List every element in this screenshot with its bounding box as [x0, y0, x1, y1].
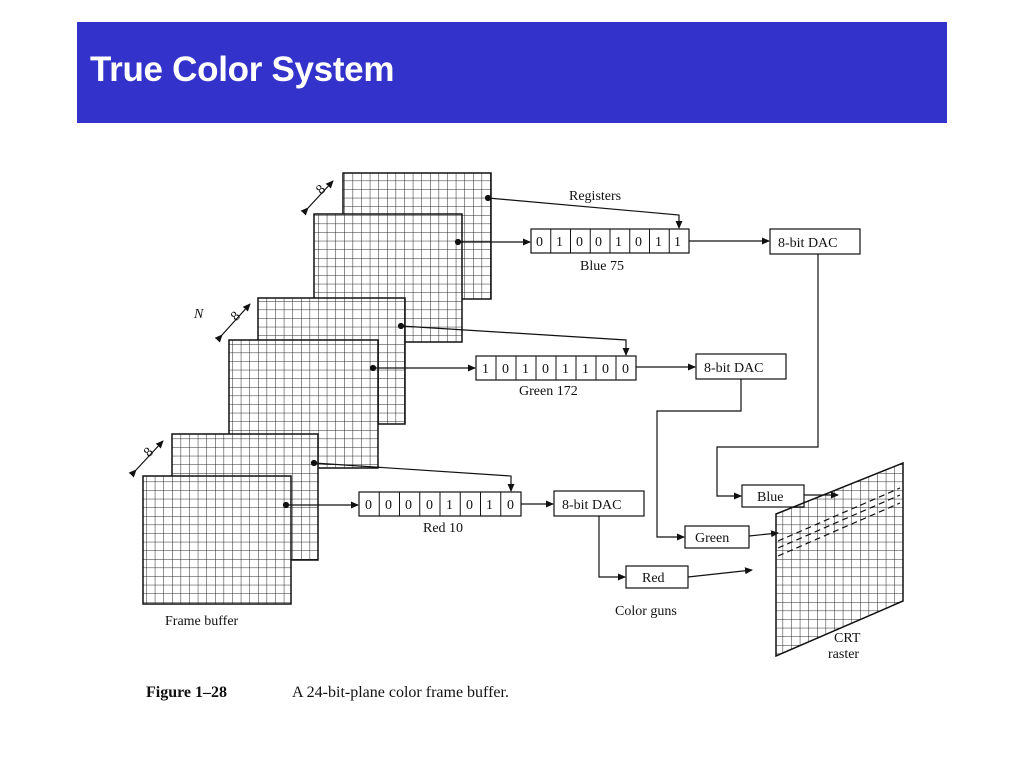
register-green-bit: 0 [502, 362, 509, 377]
bit-depth-marker-green: 8 [214, 303, 251, 343]
gun-red: Red [625, 565, 689, 589]
register-blue-caption: Blue 75 [580, 259, 624, 274]
dac-gun-connections [598, 254, 819, 581]
register-dac-connections [521, 237, 770, 508]
register-red: 0 0 0 0 1 0 1 0 [358, 491, 522, 517]
register-red-bit: 1 [486, 498, 493, 513]
register-red-bit: 0 [365, 498, 372, 513]
svg-text:8: 8 [228, 309, 244, 325]
register-green-bit: 1 [562, 362, 569, 377]
registers-label: Registers [569, 189, 621, 204]
register-green-bit: 0 [542, 362, 549, 377]
crt-label: CRT [834, 631, 861, 646]
svg-text:Red: Red [642, 571, 665, 586]
svg-text:Green: Green [695, 531, 729, 546]
register-blue-bit: 1 [655, 235, 662, 250]
register-blue-bit: 0 [635, 235, 642, 250]
color-guns-label: Color guns [615, 604, 677, 619]
register-green: 1 0 1 0 1 1 0 0 [475, 355, 637, 381]
register-red-bit: 0 [405, 498, 412, 513]
dac-green: 8-bit DAC [695, 353, 787, 380]
dac-red: 8-bit DAC [553, 490, 645, 517]
register-red-bit: 0 [507, 498, 514, 513]
dac-blue: 8-bit DAC [769, 228, 861, 255]
svg-text:8-bit DAC: 8-bit DAC [704, 361, 764, 376]
figure-caption: A 24-bit-plane color frame buffer. [292, 684, 509, 701]
register-blue-bit: 0 [536, 235, 543, 250]
title-bar: True Color System [77, 22, 947, 123]
raster-label: raster [828, 647, 859, 662]
register-blue-bit: 1 [556, 235, 563, 250]
register-green-bit: 1 [522, 362, 529, 377]
register-blue-bit: 1 [615, 235, 622, 250]
frame-buffer-label: Frame buffer [165, 614, 239, 629]
register-red-bit: 0 [385, 498, 392, 513]
crt-raster [775, 461, 904, 658]
register-blue-bit: 0 [595, 235, 602, 250]
register-green-caption: Green 172 [519, 384, 578, 399]
svg-text:Blue: Blue [757, 490, 783, 505]
n-label: N [193, 307, 204, 322]
register-green-bit: 1 [582, 362, 589, 377]
slide-title: True Color System [90, 50, 395, 89]
svg-text:8-bit DAC: 8-bit DAC [778, 236, 838, 251]
register-red-bit: 0 [426, 498, 433, 513]
figure-number: Figure 1–28 [146, 684, 227, 701]
svg-text:8-bit DAC: 8-bit DAC [562, 498, 622, 513]
svg-text:8: 8 [141, 445, 157, 461]
register-red-caption: Red 10 [423, 521, 463, 536]
register-green-bit: 0 [602, 362, 609, 377]
register-green-bit: 1 [482, 362, 489, 377]
gun-crt-beams [687, 487, 901, 578]
frame-buffer-red-plane-front [142, 475, 292, 605]
gun-green: Green [684, 525, 750, 549]
register-blue: 0 1 0 0 1 0 1 1 [530, 228, 690, 254]
register-blue-bit: 0 [576, 235, 583, 250]
bit-depth-marker-red: 8 [128, 440, 164, 478]
register-red-bit: 1 [446, 498, 453, 513]
svg-text:8: 8 [314, 182, 330, 198]
gun-blue: Blue [741, 484, 805, 508]
register-green-bit: 0 [622, 362, 629, 377]
register-blue-bit: 1 [674, 235, 681, 250]
plane-connections [282, 194, 683, 509]
register-red-bit: 0 [466, 498, 473, 513]
bit-depth-marker-blue: 8 [300, 180, 334, 216]
